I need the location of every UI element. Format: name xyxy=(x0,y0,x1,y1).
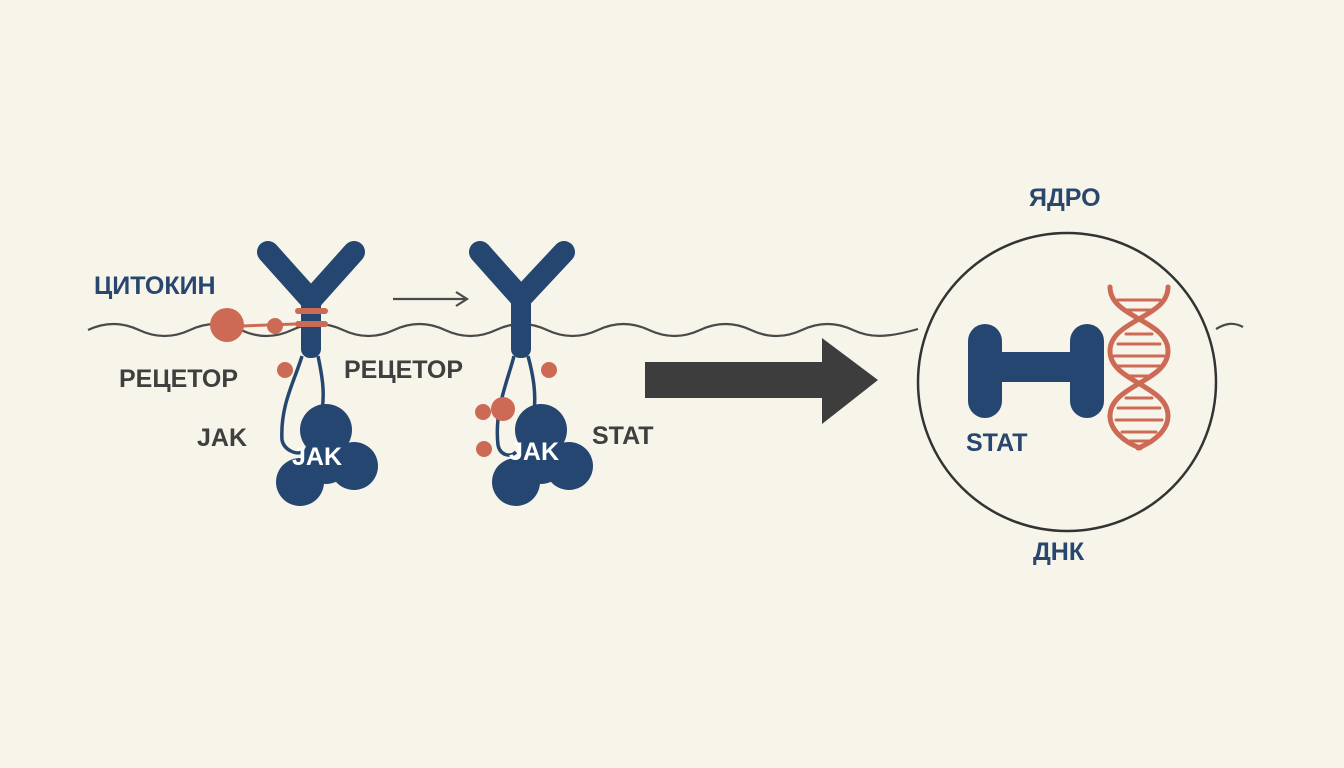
cell-membrane-right xyxy=(1215,322,1244,330)
nucleus xyxy=(916,231,1218,533)
receptor-1 xyxy=(257,241,365,455)
receptor-2-arms xyxy=(469,241,575,309)
receptor-1-tether-left xyxy=(280,355,304,455)
receptor-1-band-top xyxy=(295,308,328,314)
stat-nucleus-label: STAT xyxy=(966,429,1028,457)
dna-label: ДНК xyxy=(1033,538,1085,566)
jak-1-label: JAK xyxy=(292,443,342,471)
stat-dimer xyxy=(968,324,1104,418)
receptor-2 xyxy=(469,241,575,457)
jak-2 xyxy=(492,404,593,506)
signal-dot xyxy=(475,404,491,420)
nucleus-label: ЯДРО xyxy=(1029,184,1101,212)
receptor-1-tether-right xyxy=(316,355,325,411)
jak-side-label: JAK xyxy=(197,424,247,452)
phosphate-dot xyxy=(491,397,515,421)
signal-dot xyxy=(277,362,293,378)
transition-arrow xyxy=(393,291,470,307)
stat-side-label: STAT xyxy=(592,422,654,450)
signal-dot xyxy=(541,362,557,378)
cytokine-label: ЦИТОКИН xyxy=(94,272,216,300)
receptor-2-tether-left xyxy=(495,355,518,457)
big-arrow xyxy=(645,338,878,424)
jak-1 xyxy=(276,404,378,506)
signal-dot xyxy=(476,441,492,457)
dna-helix xyxy=(1107,284,1171,451)
receptor-2-label: РЕЦЕТОР xyxy=(344,356,463,384)
receptor-2-tether-right xyxy=(526,355,537,413)
signal-dot xyxy=(267,318,283,334)
cytokine-molecule xyxy=(210,308,244,342)
receptor-1-band-bottom xyxy=(295,321,328,327)
receptor-2-stalk xyxy=(511,292,531,358)
receptor-1-label: РЕЦЕТОР xyxy=(119,365,238,393)
jak-2-label: JAK xyxy=(509,438,559,466)
